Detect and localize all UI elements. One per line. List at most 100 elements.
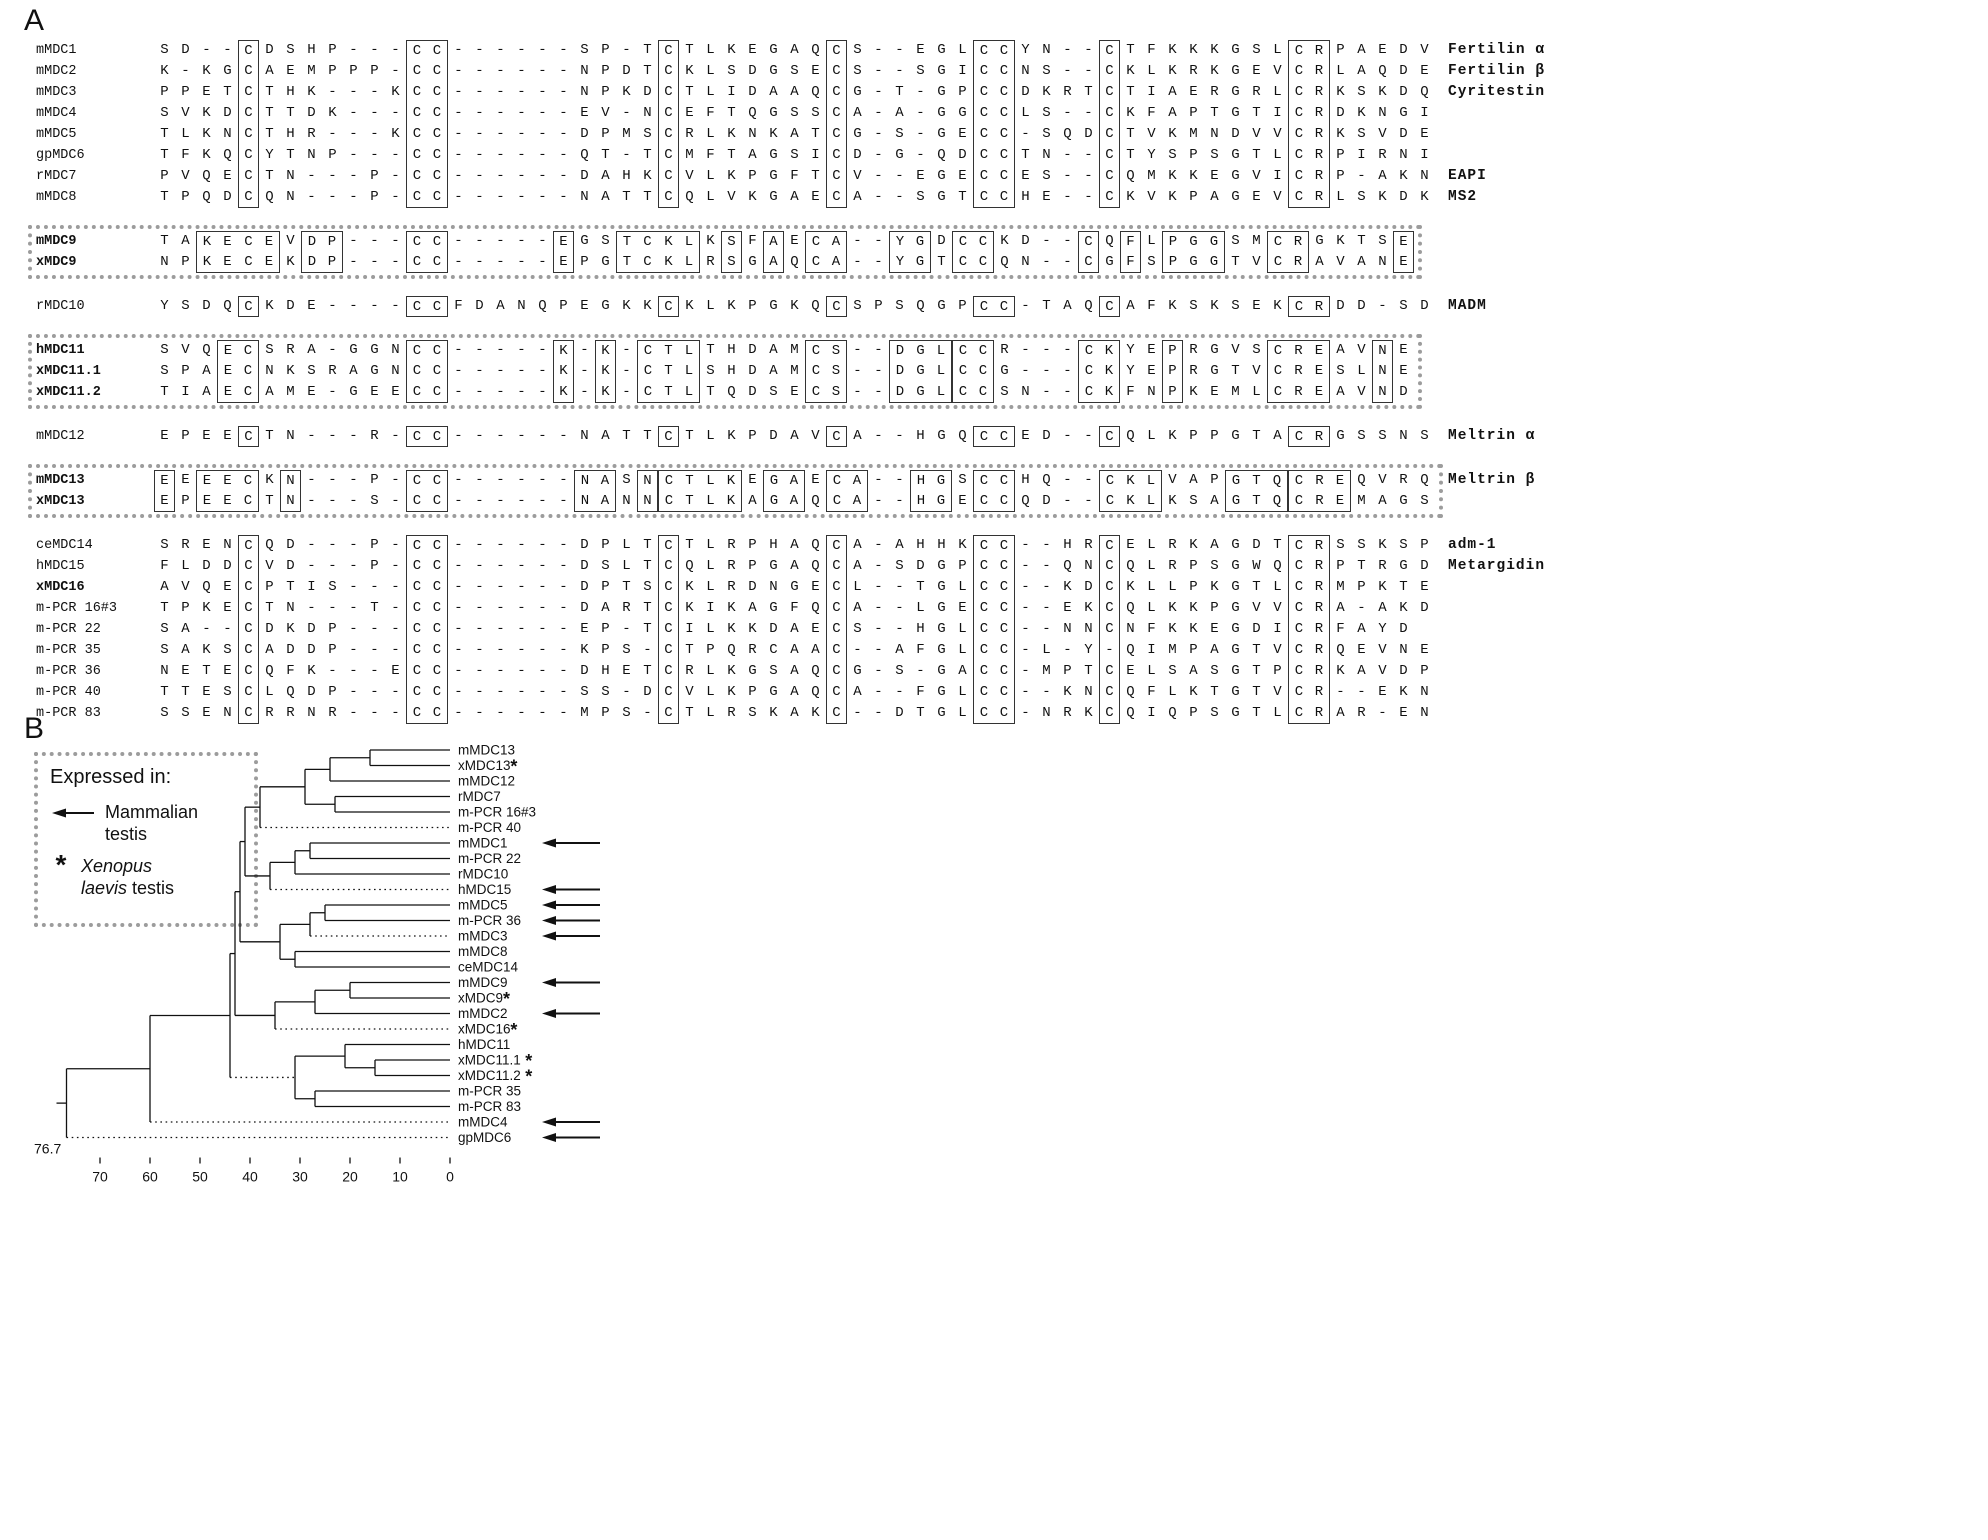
- residue: S: [853, 42, 862, 58]
- residue: V: [1147, 126, 1156, 142]
- residue: C: [1099, 166, 1120, 187]
- residue: C: [406, 231, 427, 252]
- residue: D: [889, 382, 910, 403]
- residue: R: [1309, 535, 1330, 556]
- residue: Q: [727, 642, 736, 658]
- residue: C: [406, 556, 427, 577]
- residue: H: [1063, 537, 1072, 553]
- residue: L: [706, 537, 715, 553]
- residue: -: [895, 579, 904, 595]
- residue: K: [1378, 84, 1387, 100]
- residue: -: [1063, 363, 1072, 379]
- residue: L: [706, 428, 715, 444]
- residue: K: [595, 382, 616, 403]
- residue: C: [952, 340, 973, 361]
- residue: -: [916, 663, 925, 679]
- residue: E: [202, 684, 211, 700]
- tree-leaf-label: xMDC9: [458, 991, 503, 1006]
- residue: S: [826, 340, 847, 361]
- residue: C: [658, 640, 679, 661]
- residue: -: [349, 42, 358, 58]
- residue: P: [181, 84, 190, 100]
- residue: R: [307, 126, 316, 142]
- residue: P: [181, 428, 190, 444]
- residue: -: [370, 621, 379, 637]
- residue: R: [1309, 187, 1330, 208]
- residue: E: [370, 384, 379, 400]
- residue: P: [601, 126, 610, 142]
- residue: G: [937, 428, 946, 444]
- residue: -: [202, 42, 211, 58]
- residue: S: [1378, 233, 1387, 249]
- residue: V: [1378, 472, 1387, 488]
- residue: R: [370, 428, 379, 444]
- residue: S: [1189, 493, 1198, 509]
- residue: A: [1168, 105, 1177, 121]
- residue: -: [517, 342, 526, 358]
- residue: C: [952, 382, 973, 403]
- residue: T: [685, 705, 694, 721]
- residue: G: [937, 189, 946, 205]
- residue: R: [706, 254, 715, 270]
- residue: C: [994, 103, 1015, 124]
- residue: -: [643, 642, 652, 658]
- residue: S: [853, 621, 862, 637]
- residue: A: [1357, 42, 1366, 58]
- residue: G: [1231, 642, 1240, 658]
- residue: K: [1273, 298, 1282, 314]
- residue: C: [826, 103, 847, 124]
- residue: -: [496, 472, 505, 488]
- sequence-label: mMDC1: [36, 43, 77, 58]
- residue: S: [580, 42, 589, 58]
- residue: -: [496, 384, 505, 400]
- residue: A: [1357, 621, 1366, 637]
- residue: D: [286, 298, 295, 314]
- residue: C: [658, 556, 679, 577]
- residue: L: [1357, 363, 1366, 379]
- residue: C: [994, 598, 1015, 619]
- residue: A: [1315, 254, 1324, 270]
- residue: C: [994, 640, 1015, 661]
- residue: -: [349, 684, 358, 700]
- residue: C: [427, 231, 448, 252]
- residue: -: [559, 147, 568, 163]
- residue: -: [1063, 493, 1072, 509]
- residue: C: [994, 661, 1015, 682]
- residue: K: [658, 252, 679, 273]
- residue: T: [643, 189, 652, 205]
- residue: K: [1126, 579, 1135, 595]
- residue: T: [937, 254, 946, 270]
- residue: -: [349, 705, 358, 721]
- residue: V: [181, 168, 190, 184]
- residue: C: [1288, 145, 1309, 166]
- residue: -: [517, 233, 526, 249]
- residue: F: [706, 147, 715, 163]
- residue: -: [307, 472, 316, 488]
- residue: G: [370, 342, 379, 358]
- residue: -: [454, 189, 463, 205]
- residue: C: [637, 382, 658, 403]
- residue: Q: [1420, 84, 1429, 100]
- residue: H: [916, 428, 925, 444]
- residue: G: [937, 663, 946, 679]
- residue: K: [721, 470, 742, 491]
- residue: C: [1288, 619, 1309, 640]
- residue: C: [658, 82, 679, 103]
- residue: -: [874, 363, 883, 379]
- residue: D: [1042, 493, 1051, 509]
- residue: G: [937, 298, 946, 314]
- residue: S: [826, 361, 847, 382]
- residue: -: [454, 537, 463, 553]
- residue: C: [1099, 40, 1120, 61]
- residue: E: [202, 537, 211, 553]
- residue: S: [769, 663, 778, 679]
- residue: G: [370, 363, 379, 379]
- residue: L: [958, 42, 967, 58]
- residue: C: [406, 382, 427, 403]
